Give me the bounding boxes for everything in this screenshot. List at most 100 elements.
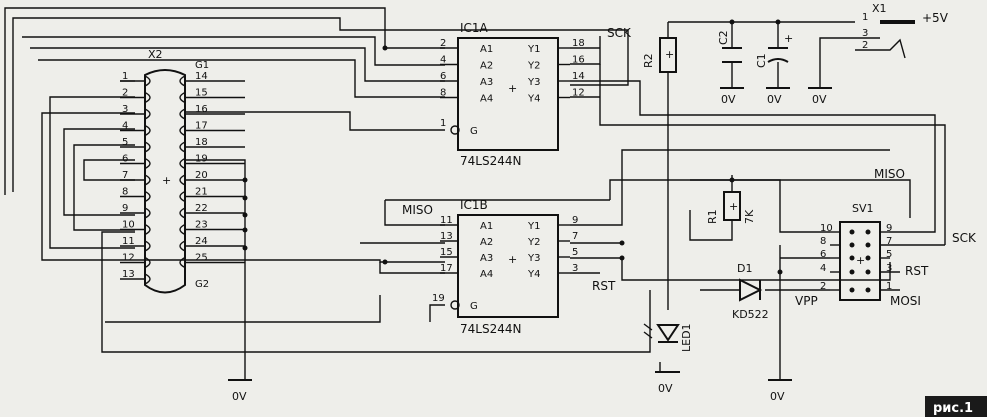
x2-right-pin-number: 24 [195, 236, 208, 247]
ic1b-output-label: Y3 [527, 253, 540, 264]
x2-left-pin-number: 5 [122, 137, 128, 148]
ic1a-name: IC1A [460, 21, 489, 35]
c2-label: C2 [717, 30, 730, 45]
x2-right-pin-number: 25 [195, 253, 208, 264]
ic1a-input-pin: 2 [440, 38, 446, 49]
x2-left-pin-number: 7 [122, 170, 128, 181]
svg-text:+: + [784, 32, 793, 45]
svg-text:0V: 0V [232, 390, 247, 403]
svg-text:0V: 0V [812, 93, 827, 106]
led-label: LED1 [680, 323, 693, 352]
ic1a-input-label: A3 [480, 77, 493, 88]
ground-symbol: 0V [228, 379, 252, 403]
sv1-right-pin-number: 3 [886, 263, 892, 274]
x2-left-pin-number: 4 [122, 121, 128, 132]
x1-pin-1: 1 [862, 12, 868, 23]
x2-right-pin-number: 16 [195, 104, 208, 115]
ic1a-output-label: Y1 [527, 44, 540, 55]
sv1-right-pin-number: 1 [886, 281, 892, 292]
x2-right-pin-number: 17 [195, 121, 208, 132]
ic1a-output-label: Y3 [527, 77, 540, 88]
ic1b-input-pin: 13 [440, 231, 453, 242]
sv1-left-pin-number: 4 [820, 263, 826, 274]
ic1a-output-label: Y4 [527, 94, 540, 105]
ic1b-input-label: A1 [480, 221, 493, 232]
signal-sck-right: SCK [952, 231, 977, 245]
ground-symbol: 0V [766, 87, 790, 106]
ground-symbol: 0V [720, 87, 744, 106]
connector-x2-center-plus: + [162, 174, 171, 187]
x1-pin-2: 2 [862, 40, 868, 51]
sv1-right-pin-number: 9 [886, 223, 892, 234]
ic1a-output-pin: 14 [572, 71, 585, 82]
led-led1: LED1 [643, 323, 693, 352]
ic1a-enable-pin: 1 [440, 118, 446, 129]
resistor-r1: + R1 7K [706, 191, 756, 224]
capacitor-c2: C2 [717, 30, 742, 63]
signal-miso-left: MISO [402, 203, 433, 217]
signal-rst-left: RST [592, 279, 616, 293]
signal-mosi: MOSI [890, 294, 921, 308]
ic1b-enable-pin: 19 [432, 293, 445, 304]
grounds: 0V 0V 0V 0V 0V 0V [228, 87, 832, 403]
x2-left-pin-number: 12 [122, 253, 135, 264]
ic1b-output-pin: 7 [572, 231, 578, 242]
ic1a-output-pin: 12 [572, 88, 585, 99]
x2-right-pin-number: 21 [195, 187, 208, 198]
ic1b-part: 74LS244N [460, 322, 521, 336]
x2-left-pin-number: 13 [122, 269, 135, 280]
connector-x2-name: X2 [148, 48, 163, 61]
ic1a-center-plus: + [508, 82, 517, 95]
ic1b-input-label: A3 [480, 253, 493, 264]
svg-text:+: + [665, 48, 674, 61]
ic1b-name: IC1B [460, 198, 488, 212]
sv1-left-pin-number: 10 [820, 223, 833, 234]
r1-label: R1 [706, 209, 719, 224]
signal-rst-right: RST [905, 264, 929, 278]
ic1a-output-label: Y2 [527, 61, 540, 72]
signal-vpp: VPP [795, 294, 818, 308]
signal-labels: SCK MISO RST MISO SCK RST MOSI VPP +5V [402, 11, 977, 308]
ic1b-output-pin: 3 [572, 263, 578, 274]
ic1b-output-label: Y2 [527, 237, 540, 248]
sv1-label: SV1 [852, 202, 874, 215]
signal-plus5v: +5V [922, 11, 949, 25]
ic1b-output-pin: 5 [572, 247, 578, 258]
svg-text:0V: 0V [721, 93, 736, 106]
x2-left-pin-number: 6 [122, 154, 128, 165]
ic1b-output-pin: 9 [572, 215, 578, 226]
ic1a-enable-label: G [470, 126, 478, 137]
ic1b-input-label: A2 [480, 237, 493, 248]
diode-d1: D1 KD522 [732, 262, 769, 321]
ic1b-output-label: Y4 [527, 269, 540, 280]
svg-text:0V: 0V [767, 93, 782, 106]
ic1a-input-label: A2 [480, 61, 493, 72]
sv1-left-pin-number: 2 [820, 281, 826, 292]
svg-text:+: + [729, 200, 738, 213]
x2-left-pin-number: 9 [122, 203, 128, 214]
ic1b-center-plus: + [508, 253, 517, 266]
svg-text:0V: 0V [658, 382, 673, 395]
d1-part: KD522 [732, 308, 769, 321]
svg-text:0V: 0V [770, 390, 785, 403]
x2-left-pin-number: 1 [122, 71, 128, 82]
ground-symbol: 0V [655, 371, 680, 395]
ic1a-part: 74LS244N [460, 154, 521, 168]
ic1a-input-pin: 4 [440, 55, 446, 66]
ic1a-output-pin: 16 [572, 55, 585, 66]
signal-miso-right: MISO [874, 167, 905, 181]
sv1-center-plus: + [856, 254, 865, 267]
sv1-right-pin-number: 7 [886, 236, 892, 247]
x2-left-pin-number: 2 [122, 88, 128, 99]
r1-value: 7K [743, 209, 756, 224]
signal-sck-top: SCK [607, 26, 632, 40]
ground-symbol: 0V [768, 379, 792, 403]
x2-right-pin-number: 22 [195, 203, 208, 214]
ic1a-input-label: A4 [480, 94, 493, 105]
